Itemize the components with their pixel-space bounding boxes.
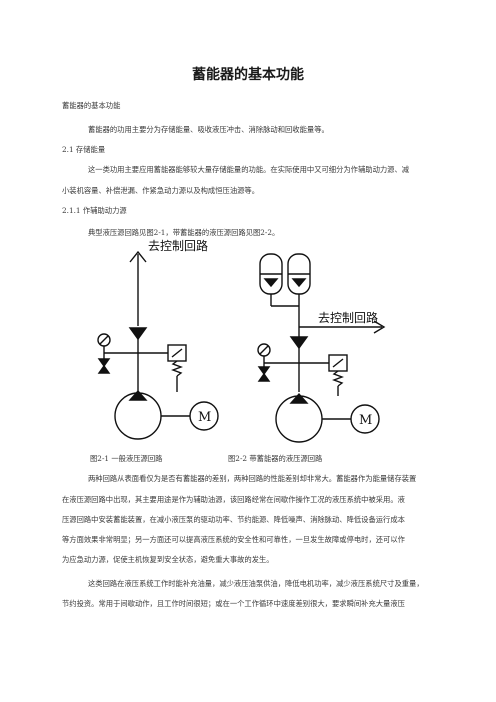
control-label-right: 去控制回路 bbox=[318, 310, 378, 325]
check-valve-icon bbox=[128, 327, 148, 341]
body-line: 等方面效果非常明显；另一方面还可以提高液压系统的安全性和可靠性，一旦发生故障或停… bbox=[62, 535, 405, 544]
hydraulic-circuit-figure: 去控制回路 去控制回路 M M bbox=[97, 238, 386, 443]
body-line: 这一类功用主要应用蓄能器能够较大量存储能量的功能。在实际使用中又可细分为作辅助动… bbox=[88, 165, 410, 174]
figure-caption: 图2-2 带蓄能器的液压源回路 bbox=[228, 454, 323, 463]
motor-icon bbox=[189, 401, 219, 431]
section-heading: 2.1.1 作辅助动力源 bbox=[62, 206, 127, 215]
body-line: 在液压源回路中出现，其主要用途是作为辅助油源，该回路经常在间歇作操作工况的液压系… bbox=[62, 495, 405, 504]
motor-label: M bbox=[359, 413, 372, 428]
body-line: 这类回路在液压系统工作时能补充油量，减少液压油泵供油，降低电机功率，减少液压系统… bbox=[88, 579, 424, 588]
control-label-left: 去控制回路 bbox=[148, 238, 208, 253]
body-line: 压源回路中安装蓄能装置，在减小液压泵的驱动功率、节约能源、降低噪声、消除脉动、降… bbox=[62, 515, 405, 524]
body-line: 蓄能器的功用主要分为存储能量、吸收液压冲击、消除脉动和回收能量等。 bbox=[88, 125, 329, 134]
body-line: 节约投资。常用于间歇动作，且工作时间很短；或在一个工作循环中速度差别很大，要求瞬… bbox=[62, 599, 405, 608]
body-line: 两种回路从表面看仅为是否有蓄能器的差别，两种回路的性能差别却非常大。蓄能器作为能… bbox=[88, 474, 417, 483]
body-line: 为应急动力源，促使主机恢复到安全状态，避免重大事故的发生。 bbox=[62, 555, 274, 564]
section-heading: 蓄能器的基本功能 bbox=[62, 101, 121, 110]
flow-arrow bbox=[129, 250, 147, 263]
body-line: 小装机容量、补偿泄漏、作紧急动力源以及构成恒压油源等。 bbox=[62, 186, 260, 195]
page-title: 蓄能器的基本功能 bbox=[192, 67, 304, 83]
motor-icon bbox=[350, 404, 380, 434]
motor-label: M bbox=[198, 410, 211, 425]
figure-caption: 图2-1 一般液压源回路 bbox=[90, 454, 163, 463]
body-line: 典型液压源回路见图2-1，带蓄能器的液压源回路见图2-2。 bbox=[88, 228, 280, 237]
flow-arrow bbox=[373, 320, 386, 334]
check-valve-icon bbox=[289, 336, 309, 350]
section-heading: 2.1 存储能量 bbox=[62, 145, 106, 154]
